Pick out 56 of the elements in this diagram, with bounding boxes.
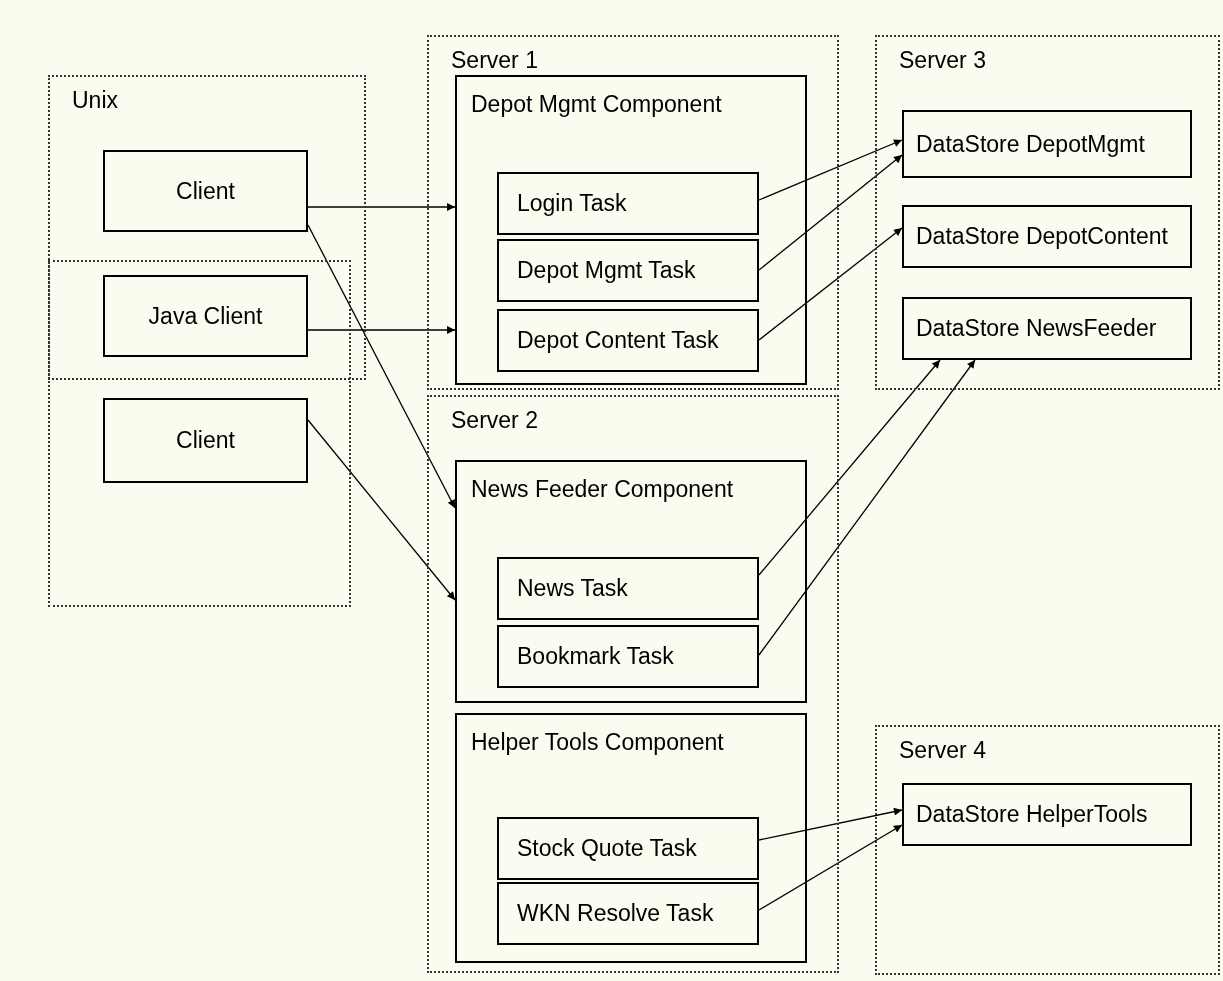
component-box: [455, 713, 807, 963]
datastore-box: [902, 297, 1192, 360]
task-label: WKN Resolve Task: [517, 899, 714, 929]
client-label: Java Client: [148, 301, 263, 331]
client-label: Client: [176, 176, 235, 206]
arrow: [758, 359, 941, 576]
client-label: Client: [176, 426, 235, 456]
task-box: [497, 239, 759, 302]
task-box: [497, 172, 759, 235]
arrow: [758, 154, 903, 271]
task-label: Depot Mgmt Task: [517, 256, 696, 286]
task-label: Depot Content Task: [517, 326, 719, 356]
task-label: News Task: [517, 574, 628, 604]
component-box: [455, 75, 807, 385]
component-label: Helper Tools Component: [471, 728, 724, 757]
client-box: [103, 398, 308, 483]
group-label: Server 3: [899, 46, 986, 75]
datastore-label: DataStore DepotMgmt: [916, 129, 1145, 159]
dotted-group-box: [48, 260, 351, 607]
component-label: Depot Mgmt Component: [471, 90, 722, 119]
dotted-group-box: [427, 395, 839, 973]
arrow: [758, 824, 903, 911]
task-box: [497, 625, 759, 688]
dotted-group-box: [48, 75, 366, 380]
group-label: Unix: [72, 86, 118, 115]
arrow: [758, 139, 903, 201]
datastore-label: DataStore HelperTools: [916, 800, 1148, 830]
arrow: [758, 807, 903, 841]
dotted-group-box: [875, 35, 1220, 390]
arrow: [307, 203, 456, 211]
client-box: [103, 150, 308, 232]
datastore-label: DataStore DepotContent: [916, 222, 1168, 252]
component-box: [455, 460, 807, 703]
arrow: [307, 419, 456, 601]
task-box: [497, 882, 759, 945]
datastore-box: [902, 110, 1192, 178]
arrow: [307, 224, 456, 509]
dotted-group-box: [427, 35, 839, 390]
task-box: [497, 309, 759, 372]
client-box: [103, 275, 308, 357]
task-box: [497, 557, 759, 620]
datastore-box: [902, 205, 1192, 268]
task-box: [497, 817, 759, 880]
component-label: News Feeder Component: [471, 475, 734, 504]
task-label: Stock Quote Task: [517, 834, 697, 864]
task-label: Login Task: [517, 189, 627, 219]
arrow: [758, 227, 903, 341]
arrow: [307, 326, 456, 334]
arrow: [758, 359, 976, 656]
dotted-group-box: [875, 725, 1220, 975]
datastore-box: [902, 783, 1192, 846]
group-label: Server 1: [451, 46, 538, 75]
task-label: Bookmark Task: [517, 642, 674, 672]
group-label: Server 4: [899, 736, 986, 765]
datastore-label: DataStore NewsFeeder: [916, 314, 1157, 344]
group-label: Server 2: [451, 406, 538, 435]
